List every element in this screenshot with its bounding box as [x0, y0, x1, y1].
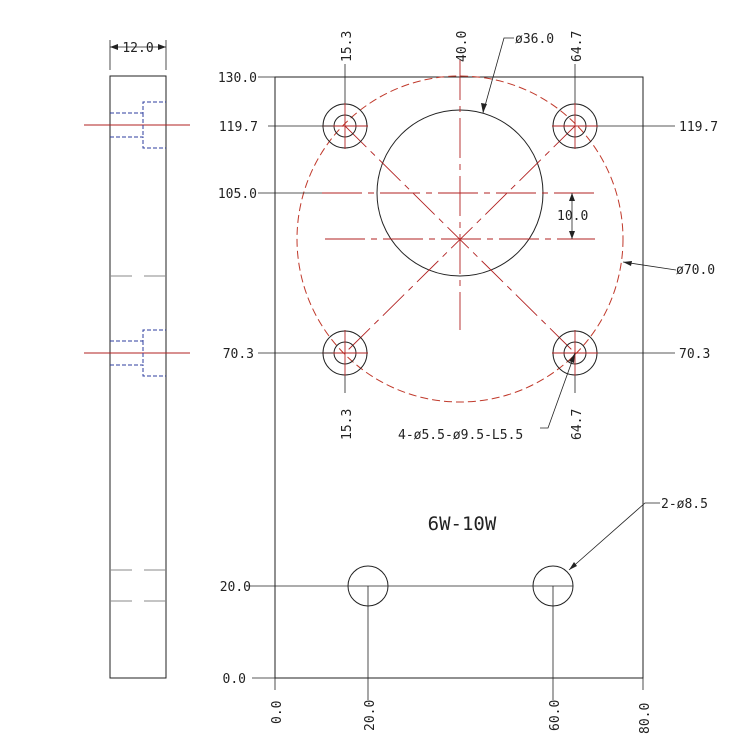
dim-left-upper-holes: 119.7 — [219, 120, 258, 135]
dim-top-right-holes: 64.7 — [570, 31, 585, 62]
dim-bottom-left-edge: 0.0 — [270, 701, 285, 724]
side-upper-counterbore — [84, 101, 190, 149]
dim-lower-right-hole: 64.7 — [570, 409, 585, 440]
offset-arrow-bottom — [569, 231, 575, 239]
dim-bottom-right-slot: 60.0 — [548, 700, 563, 731]
model-label: 6W-10W — [428, 513, 497, 535]
slot-spec-leader — [568, 502, 660, 571]
dim-right-lower-holes: 70.3 — [679, 347, 710, 362]
dim-top-left-holes: 15.3 — [340, 31, 355, 62]
front-view-outline — [274, 76, 644, 679]
bore-diameter-leader — [482, 37, 514, 114]
dim-left-lower-holes: 70.3 — [223, 347, 254, 362]
side-view-outline — [109, 75, 167, 679]
offset-arrow-top — [569, 193, 575, 201]
hole-spec-callout: 4-ø5.5-ø9.5-L5.5 — [398, 428, 523, 443]
dim-bottom-right-edge: 80.0 — [638, 703, 653, 734]
side-lower-counterbore — [84, 329, 190, 377]
side-lower-hidden-bottom — [110, 364, 166, 377]
dim-lower-left-hole: 15.3 — [340, 409, 355, 440]
dim-left-bore: 105.0 — [218, 187, 257, 202]
dim-left-slots: 20.0 — [220, 580, 251, 595]
front-view: 6W-10W 130.0 119.7 105.0 70.3 20.0 0.0 1… — [218, 31, 718, 734]
mounting-hole-upper-right — [552, 103, 598, 149]
slot-spec-arrow — [569, 562, 577, 570]
pitch-circle-leader — [622, 261, 677, 271]
side-upper-hidden-bottom — [110, 136, 166, 149]
dim-left-top: 130.0 — [218, 71, 257, 86]
diagonal-centerline-2 — [344, 125, 576, 354]
offset-callout: 10.0 — [557, 209, 588, 224]
side-view: 12.0 — [84, 40, 190, 679]
hole-spec-leader — [540, 352, 576, 429]
dim-top-bore: 40.0 — [455, 31, 470, 62]
side-thickness-label: 12.0 — [122, 41, 153, 56]
side-upper-hidden-top — [110, 101, 166, 114]
pitch-circle — [296, 75, 624, 403]
dim-left-bottom: 0.0 — [223, 672, 246, 687]
pitch-circle-callout: ø70.0 — [676, 263, 715, 278]
hole-spec-arrow — [569, 353, 575, 363]
slot-spec-callout: 2-ø8.5 — [661, 497, 708, 512]
side-thickness-arrow-right — [158, 44, 166, 50]
dim-right-upper-holes: 119.7 — [679, 120, 718, 135]
bore-diameter-arrow — [481, 103, 487, 113]
pitch-circle-arrow — [623, 261, 632, 266]
bore-diameter-callout: ø36.0 — [515, 32, 554, 47]
side-thickness-arrow-left — [110, 44, 118, 50]
side-lower-hidden-top — [110, 329, 166, 342]
dim-bottom-left-slot: 20.0 — [363, 700, 378, 731]
